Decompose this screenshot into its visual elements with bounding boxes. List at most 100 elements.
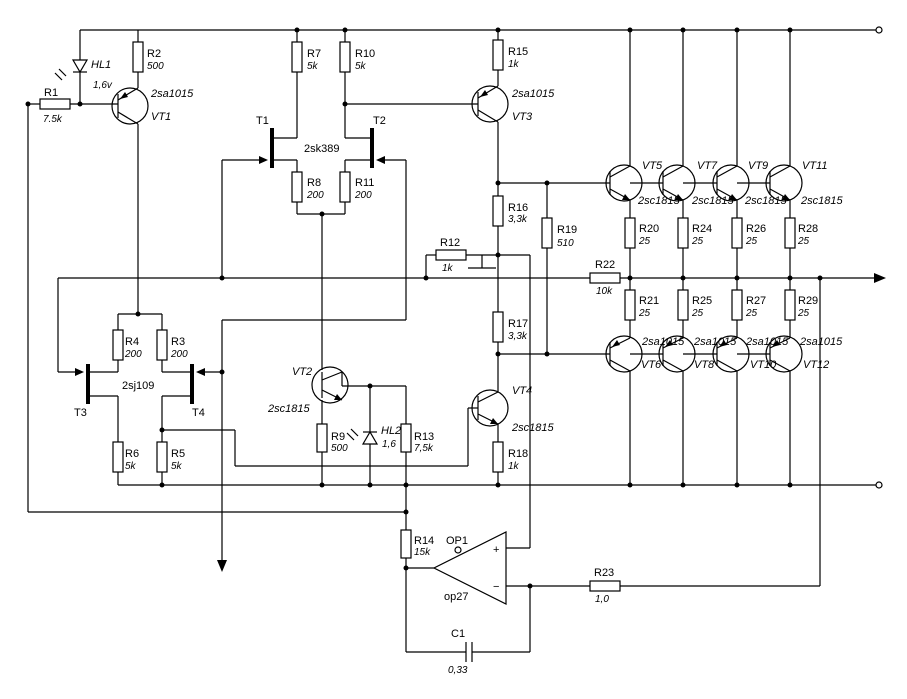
value-r26: 25 <box>745 236 758 247</box>
junction <box>219 369 225 375</box>
label-vt10: VT10 <box>750 359 777 371</box>
value-r5: 5k <box>171 461 183 472</box>
resistor-r15 <box>492 39 504 71</box>
label-hl2: HL2 <box>381 425 401 437</box>
type-op1: op27 <box>444 591 468 603</box>
opamp-minus: − <box>493 581 499 593</box>
label-r6: R6 <box>125 448 139 460</box>
value-hl2: 1,6 <box>382 439 396 450</box>
value-r7: 5k <box>307 61 319 72</box>
resistor-r13 <box>400 423 412 453</box>
label-2sk389: 2sk389 <box>304 143 339 155</box>
vt9-collector <box>716 165 738 178</box>
label-vt6: VT6 <box>641 359 662 371</box>
value-r25: 25 <box>691 308 704 319</box>
value-r9: 500 <box>331 443 348 454</box>
label-vt12: VT12 <box>803 359 829 371</box>
resistor-r26 <box>731 217 743 249</box>
vt7-arrow <box>675 194 683 200</box>
resistor-r28 <box>784 217 796 249</box>
label-vt1: VT1 <box>151 111 171 123</box>
type-vt12: 2sa1015 <box>799 336 843 348</box>
resistor-r8 <box>291 171 303 203</box>
value-r22: 10k <box>596 286 613 297</box>
label-r29: R29 <box>798 295 818 307</box>
transistor-vt2 <box>311 366 349 404</box>
negative-rail-terminal[interactable] <box>875 481 883 489</box>
value-r15: 1k <box>508 59 520 70</box>
resistor-r1 <box>39 98 71 110</box>
output-arrow <box>874 273 886 283</box>
led-hl1 <box>71 59 89 74</box>
t1-arrow <box>259 156 268 164</box>
junction <box>627 482 633 488</box>
label-r26: R26 <box>746 223 766 235</box>
resistor-r19 <box>541 217 553 249</box>
junction <box>159 482 165 488</box>
junction <box>77 101 83 107</box>
value-r11: 200 <box>354 190 372 201</box>
vt1-collector <box>117 111 139 125</box>
vt6-arrow <box>612 340 620 347</box>
vt12-collector <box>769 359 791 372</box>
junction <box>734 275 740 281</box>
junction <box>495 252 501 258</box>
vt11-collector <box>769 165 791 178</box>
junction <box>367 482 373 488</box>
type-vt3: 2sa1015 <box>511 88 555 100</box>
resistor-r17 <box>492 311 504 343</box>
junction <box>680 275 686 281</box>
label-r27: R27 <box>746 295 766 307</box>
vt2-arrow <box>334 394 342 400</box>
value-r24: 25 <box>691 236 704 247</box>
type-vt11: 2sc1815 <box>800 195 843 207</box>
label-r23: R23 <box>594 567 614 579</box>
value-r3: 200 <box>170 349 188 360</box>
label-r18: R18 <box>508 448 528 460</box>
resistor-r23 <box>589 580 621 592</box>
label-t2: T2 <box>373 115 386 127</box>
type-vt4: 2sc1815 <box>511 422 554 434</box>
opamp-pin <box>454 546 462 554</box>
junction <box>319 211 325 217</box>
resistor-r7 <box>291 41 303 73</box>
junction <box>627 275 633 281</box>
value-r13: 7,5k <box>414 443 434 454</box>
label-r4: R4 <box>125 336 139 348</box>
type-vt5: 2sc1815 <box>637 195 680 207</box>
led-arrow <box>58 68 67 77</box>
vt4-collector <box>477 391 499 403</box>
down-arrow <box>217 560 227 572</box>
value-r29: 25 <box>797 308 810 319</box>
resistor-r12 <box>435 249 467 261</box>
vt8-arrow <box>665 340 673 347</box>
label-r20: R20 <box>639 223 659 235</box>
value-r20: 25 <box>638 236 651 247</box>
value-r8: 200 <box>306 190 324 201</box>
vt9-arrow <box>729 194 737 200</box>
vt3-arrow <box>480 90 488 97</box>
value-r19: 510 <box>557 238 574 249</box>
junction <box>403 482 409 488</box>
type-vt1: 2sa1015 <box>150 88 194 100</box>
label-2sj109: 2sj109 <box>122 380 154 392</box>
value-r2: 500 <box>147 61 164 72</box>
transistor-vt12 <box>765 335 803 373</box>
type-vt9: 2sc1815 <box>744 195 787 207</box>
positive-rail-terminal[interactable] <box>875 26 883 34</box>
resistor-r6 <box>112 441 124 473</box>
value-r16: 3,3k <box>508 214 528 225</box>
vt5-collector <box>609 165 631 178</box>
resistor-r29 <box>784 289 796 321</box>
label-vt8: VT8 <box>694 359 715 371</box>
value-r17: 3,3k <box>508 331 528 342</box>
transistor-vt1 <box>111 87 149 125</box>
value-r18: 1k <box>508 461 520 472</box>
label-vt4: VT4 <box>512 385 532 397</box>
resistor-r16 <box>492 195 504 227</box>
label-vt11: VT11 <box>802 160 827 172</box>
label-r15: R15 <box>508 46 528 58</box>
junction <box>495 482 501 488</box>
resistor-r9 <box>316 423 328 453</box>
